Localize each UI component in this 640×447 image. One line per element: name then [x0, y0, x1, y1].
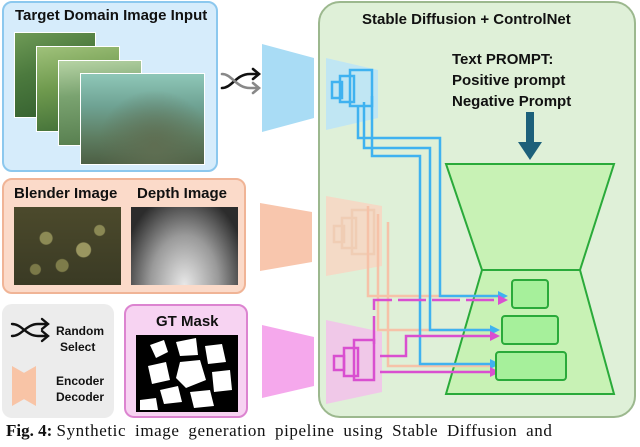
encoder-shape-blue: [262, 44, 314, 132]
blue-connectors: [356, 96, 498, 366]
legend-decoder-label: Decoder: [56, 390, 105, 404]
stable-diffusion-title: Stable Diffusion + ControlNet: [362, 11, 571, 28]
unet-block-2: [501, 315, 559, 345]
shuffle-icon: [10, 317, 50, 343]
blender-image: [14, 207, 121, 285]
shuffle-icon: [220, 67, 262, 95]
prompt-line-3: Negative Prompt: [452, 93, 572, 110]
controlnet-blue: [326, 58, 378, 130]
controlnet-pink: [326, 320, 382, 404]
controlnet-orange: [326, 196, 382, 276]
prompt-line-1: Text PROMPT:: [452, 51, 554, 68]
encoder-shape-pink: [262, 325, 314, 398]
depth-image: [131, 207, 238, 285]
depth-image-title: Depth Image: [137, 185, 228, 202]
legend-random-label: Random: [56, 324, 104, 338]
blender-image-title: Blender Image: [14, 185, 118, 202]
legend-encoder-label: Encoder: [56, 374, 105, 388]
caption-label: Fig. 4:: [6, 421, 53, 440]
encoder-decoder-icon: [12, 366, 36, 406]
caption-text: Synthetic image generation pipeline usin…: [56, 421, 553, 440]
gt-mask-title: GT Mask: [156, 313, 219, 330]
unet-top-trapezoid: [444, 163, 616, 271]
figure-caption: Fig. 4: Synthetic image generation pipel…: [6, 421, 634, 441]
unet-block-1: [511, 279, 549, 309]
pink-connectors: [372, 298, 498, 374]
target-domain-title: Target Domain Image Input: [15, 7, 208, 24]
underwater-image-4: [80, 73, 205, 165]
unet-block-3: [495, 351, 567, 381]
encoder-shape-orange: [260, 203, 312, 271]
down-arrow-icon: [518, 112, 542, 160]
prompt-line-2: Positive prompt: [452, 72, 566, 89]
legend-select-label: Select: [60, 340, 96, 354]
